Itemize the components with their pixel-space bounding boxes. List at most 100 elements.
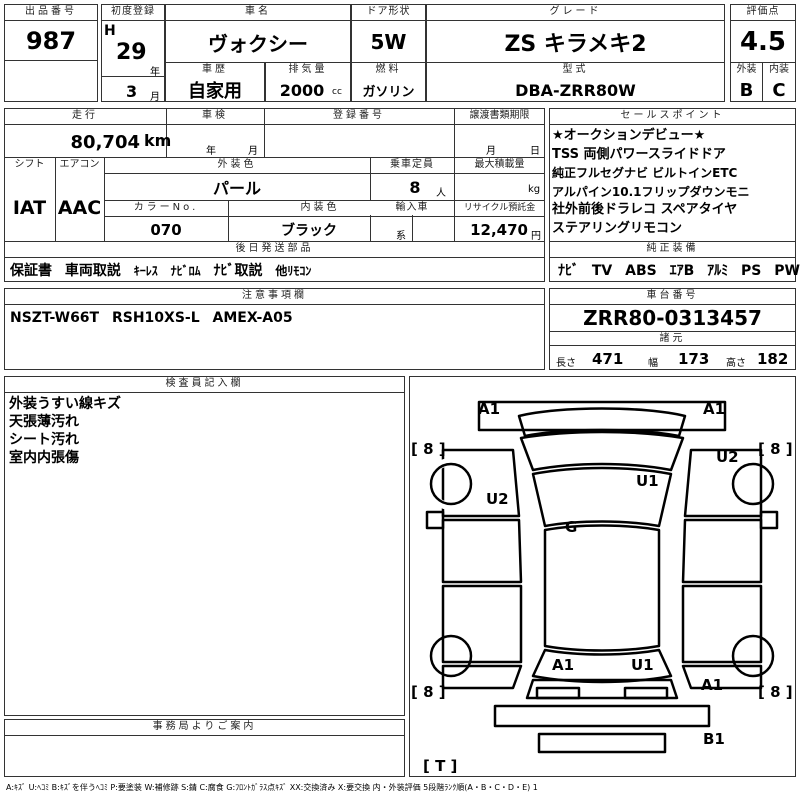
windshield — [531, 466, 673, 528]
transfer-day-unit: 日 — [530, 146, 540, 157]
model: DBA-ZRR80W — [515, 80, 636, 100]
left-front-door — [441, 518, 523, 584]
office-box — [4, 719, 405, 777]
damage-mark: A1 — [703, 400, 726, 418]
damage-mark: U1 — [636, 472, 659, 490]
divider — [4, 20, 98, 21]
sales-point-box — [549, 108, 796, 282]
maxload-unit: kg — [528, 184, 541, 195]
displacement-unit: cc — [332, 87, 342, 97]
reg-label: 初度登録 — [102, 5, 164, 19]
inspector-line: 室内内張傷 — [9, 450, 79, 466]
width-label: 幅 — [648, 358, 658, 369]
tire-depth: [ 8 ] — [758, 440, 793, 458]
divider — [166, 108, 167, 157]
divider — [101, 76, 165, 77]
equipment-item: ｱﾙﾐ — [707, 263, 729, 279]
transfer-label: 譲渡書類期限 — [455, 109, 544, 123]
later-item: ﾅﾋﾞﾛﾑ — [170, 264, 201, 278]
divider — [104, 173, 545, 174]
tire-depth: [ 8 ] — [411, 440, 446, 458]
divider — [549, 124, 796, 125]
equipment-item: ﾅﾋﾞ — [558, 263, 579, 279]
fuel-label: 燃料 — [352, 63, 425, 77]
color-no-label: カラーNo. — [105, 201, 227, 215]
front-grille — [517, 407, 687, 438]
roof — [543, 524, 661, 652]
sales-line: 純正フルセグナビ ビルトインETC — [552, 166, 738, 180]
recycle: 12,470 — [470, 220, 528, 239]
divider — [4, 257, 545, 258]
int-grade-label: 内装 — [763, 63, 795, 77]
divider — [762, 62, 763, 102]
sales-line: TSS 両側パワースライドドア — [552, 146, 726, 162]
history: 自家用 — [188, 81, 242, 102]
equipment-item: ABS — [625, 263, 657, 279]
damage-mark: A1 — [701, 676, 724, 694]
divider — [549, 345, 796, 346]
divider — [55, 157, 56, 241]
inspector-line: シート汚れ — [9, 432, 79, 448]
car-name-label: 車名 — [166, 5, 350, 19]
model-box — [426, 62, 725, 102]
fuel: ガソリン — [362, 84, 415, 100]
sales-point-lines: ★オークションデビュー★ TSS 両側パワースライドドア 純正フルセグナビ ビル… — [552, 127, 794, 238]
notes-label: 注意事項欄 — [5, 289, 544, 303]
rear-lamp-left — [535, 686, 581, 700]
equipment-item: ｴｱB — [669, 263, 695, 279]
registration-box — [101, 4, 165, 102]
tire-depth: [ 8 ] — [758, 683, 793, 701]
score-box — [730, 4, 796, 102]
divider — [4, 241, 545, 242]
displacement-label: 排気量 — [266, 63, 350, 77]
width: 173 — [678, 350, 710, 368]
spare-tire-bay — [537, 732, 667, 754]
divider — [730, 62, 796, 63]
ext-grade: B — [739, 79, 754, 101]
left-front-fender — [441, 448, 521, 518]
right-mirror — [759, 510, 779, 530]
sales-line: 社外前後ドラレコ スペアタイヤ — [552, 202, 738, 217]
later-parts-label: 後日発送部品 — [5, 242, 544, 256]
equipment-item: PW — [774, 263, 800, 279]
left-slide-door — [441, 584, 523, 664]
rear-left-tire — [429, 634, 473, 678]
sales-line: ステアリングリモコン — [552, 220, 683, 236]
shift-label: シフト — [5, 158, 54, 172]
chassis-box — [549, 288, 796, 370]
info-block — [4, 108, 545, 282]
divider — [454, 157, 455, 241]
grade-label: グレード — [427, 5, 724, 19]
plate-label: 登録番号 — [265, 109, 453, 123]
later-item: 車両取説 — [64, 263, 121, 279]
sales-line: ★オークションデビュー★ — [552, 128, 706, 143]
divider — [730, 20, 796, 21]
insp-month-unit: 月 — [248, 146, 258, 157]
divider — [4, 304, 545, 305]
int-color-unit: 系 — [396, 231, 406, 242]
lot-label: 出品番号 — [5, 5, 97, 19]
inspector-line: 天張薄汚れ — [9, 414, 79, 430]
inspection-label: 車検 — [167, 109, 263, 123]
rear-lamp-right — [623, 686, 669, 700]
divider — [104, 216, 545, 217]
transfer-month-unit: 月 — [486, 146, 496, 157]
damage-diagram-box — [409, 376, 796, 777]
later-item: ﾅﾋﾞ取説 — [213, 263, 263, 279]
capacity-label: 乗車定員 — [371, 158, 453, 172]
damage-mark: U1 — [631, 656, 654, 674]
year-unit: 年 — [150, 67, 160, 78]
divider — [101, 20, 165, 21]
divider — [549, 241, 796, 242]
divider — [4, 157, 545, 158]
divider — [104, 157, 105, 241]
history-box — [165, 62, 265, 102]
length-label: 長さ — [556, 358, 576, 369]
rear-hatch — [525, 678, 679, 700]
int-grade: C — [772, 79, 786, 101]
rear-bumper — [493, 704, 711, 728]
car-name: ヴォクシー — [208, 31, 308, 56]
history-label: 車歴 — [166, 63, 264, 77]
damage-mark: A1 — [478, 400, 501, 418]
length: 471 — [592, 350, 624, 368]
